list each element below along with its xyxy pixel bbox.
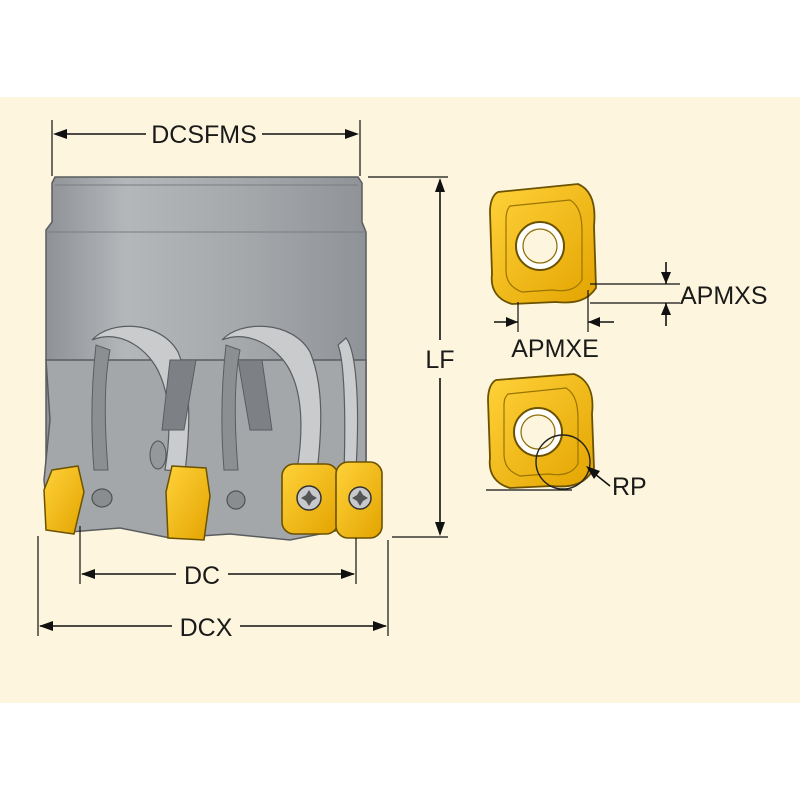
flute-5	[161, 359, 197, 431]
coolant-hole-3	[149, 440, 167, 470]
label-apmxs: APMXS	[680, 282, 768, 310]
torx-icon-1	[301, 490, 317, 506]
dimension-lines	[37, 120, 680, 636]
label-lf: LF	[425, 346, 454, 374]
flute-4	[221, 344, 241, 471]
label-dc: DC	[184, 562, 220, 590]
insert-detail-top	[489, 183, 597, 305]
corner-radius-circle	[535, 434, 591, 490]
flute-6	[237, 359, 273, 431]
label-apmxe: APMXE	[511, 335, 599, 363]
cutter-inserts	[43, 461, 383, 541]
insert-detail-bottom	[487, 373, 595, 490]
insert-center	[165, 465, 211, 541]
torx-icon-2	[352, 490, 368, 506]
label-rp: RP	[612, 473, 647, 501]
coolant-hole-2	[226, 490, 246, 510]
label-dcx: DCX	[180, 614, 233, 642]
coolant-hole-1	[91, 488, 113, 508]
label-dcsfms: DCSFMS	[151, 121, 257, 149]
flute-3	[91, 344, 111, 471]
insert-left	[43, 465, 85, 535]
